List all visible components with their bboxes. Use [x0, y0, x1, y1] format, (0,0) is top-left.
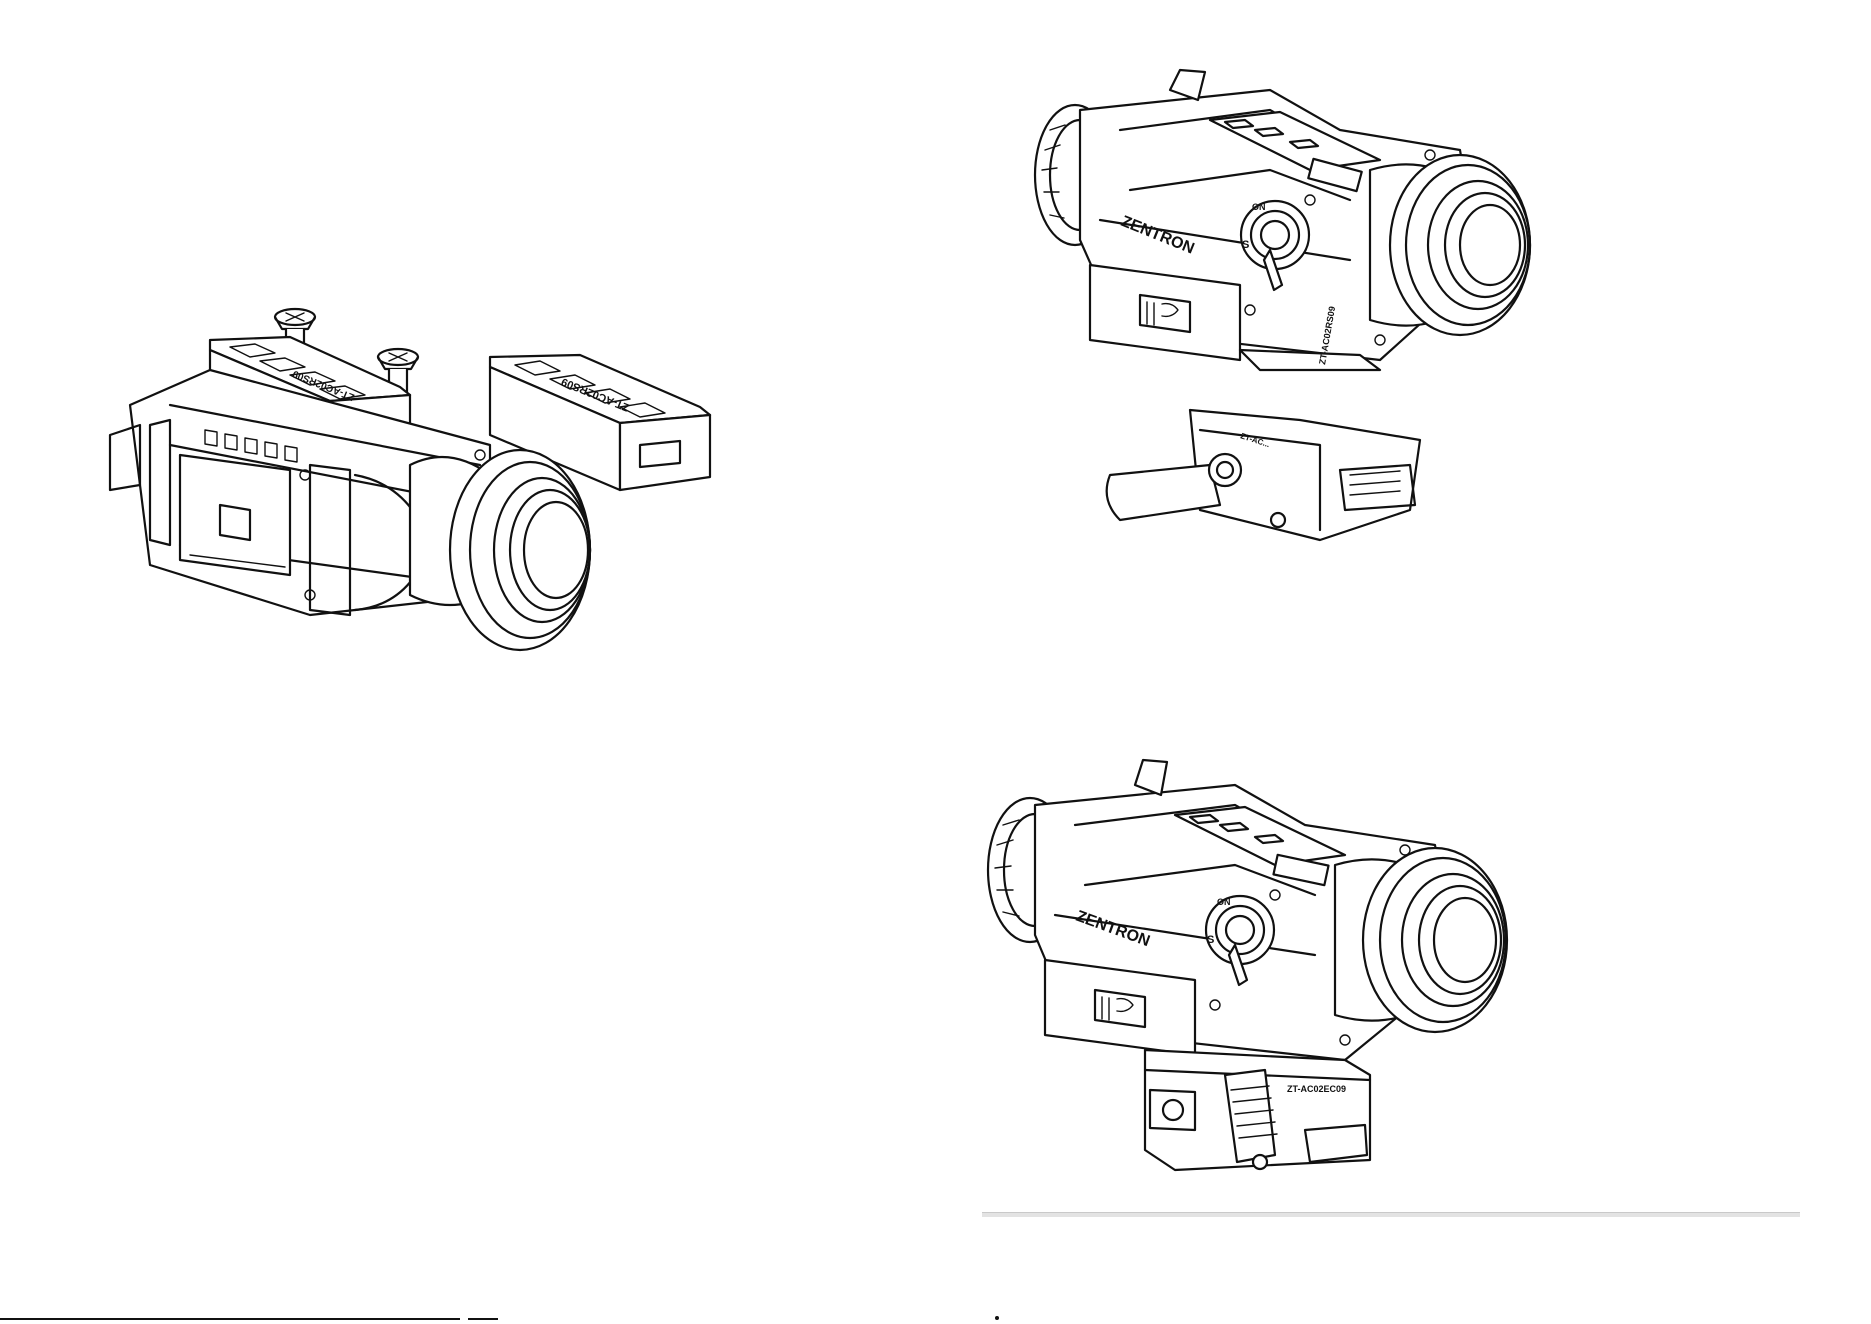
- svg-text:ON: ON: [1217, 897, 1231, 907]
- footer-rule: [0, 1318, 460, 1320]
- eyepiece-icon: [410, 450, 590, 650]
- qd-lever-mount: ZT-AC02EC09: [1145, 1050, 1370, 1170]
- page-marker: [995, 1316, 999, 1320]
- svg-text:ZT-AC02EC09: ZT-AC02EC09: [1287, 1084, 1346, 1094]
- qd-mount-assembled-illustration: ZENTRON ON S ZT-AC02EC09: [975, 770, 1640, 1180]
- qd-mount-exploded-illustration: ZENTRON ON S ZT-AC02RS09: [1020, 70, 1640, 570]
- qd-lever-mount: ZT-AC...: [1107, 410, 1420, 540]
- eyepiece-icon: [1370, 155, 1530, 335]
- exploded-rail-illustration: ZT-AC02RS09 ZT-AC02RS09: [110, 295, 730, 815]
- page-divider: [982, 1212, 1800, 1217]
- footer-rule-tick: [468, 1318, 498, 1320]
- svg-text:ON: ON: [1252, 202, 1266, 212]
- svg-text:S: S: [1242, 239, 1249, 251]
- svg-text:S: S: [1207, 934, 1214, 946]
- eyepiece-icon: [1335, 848, 1507, 1032]
